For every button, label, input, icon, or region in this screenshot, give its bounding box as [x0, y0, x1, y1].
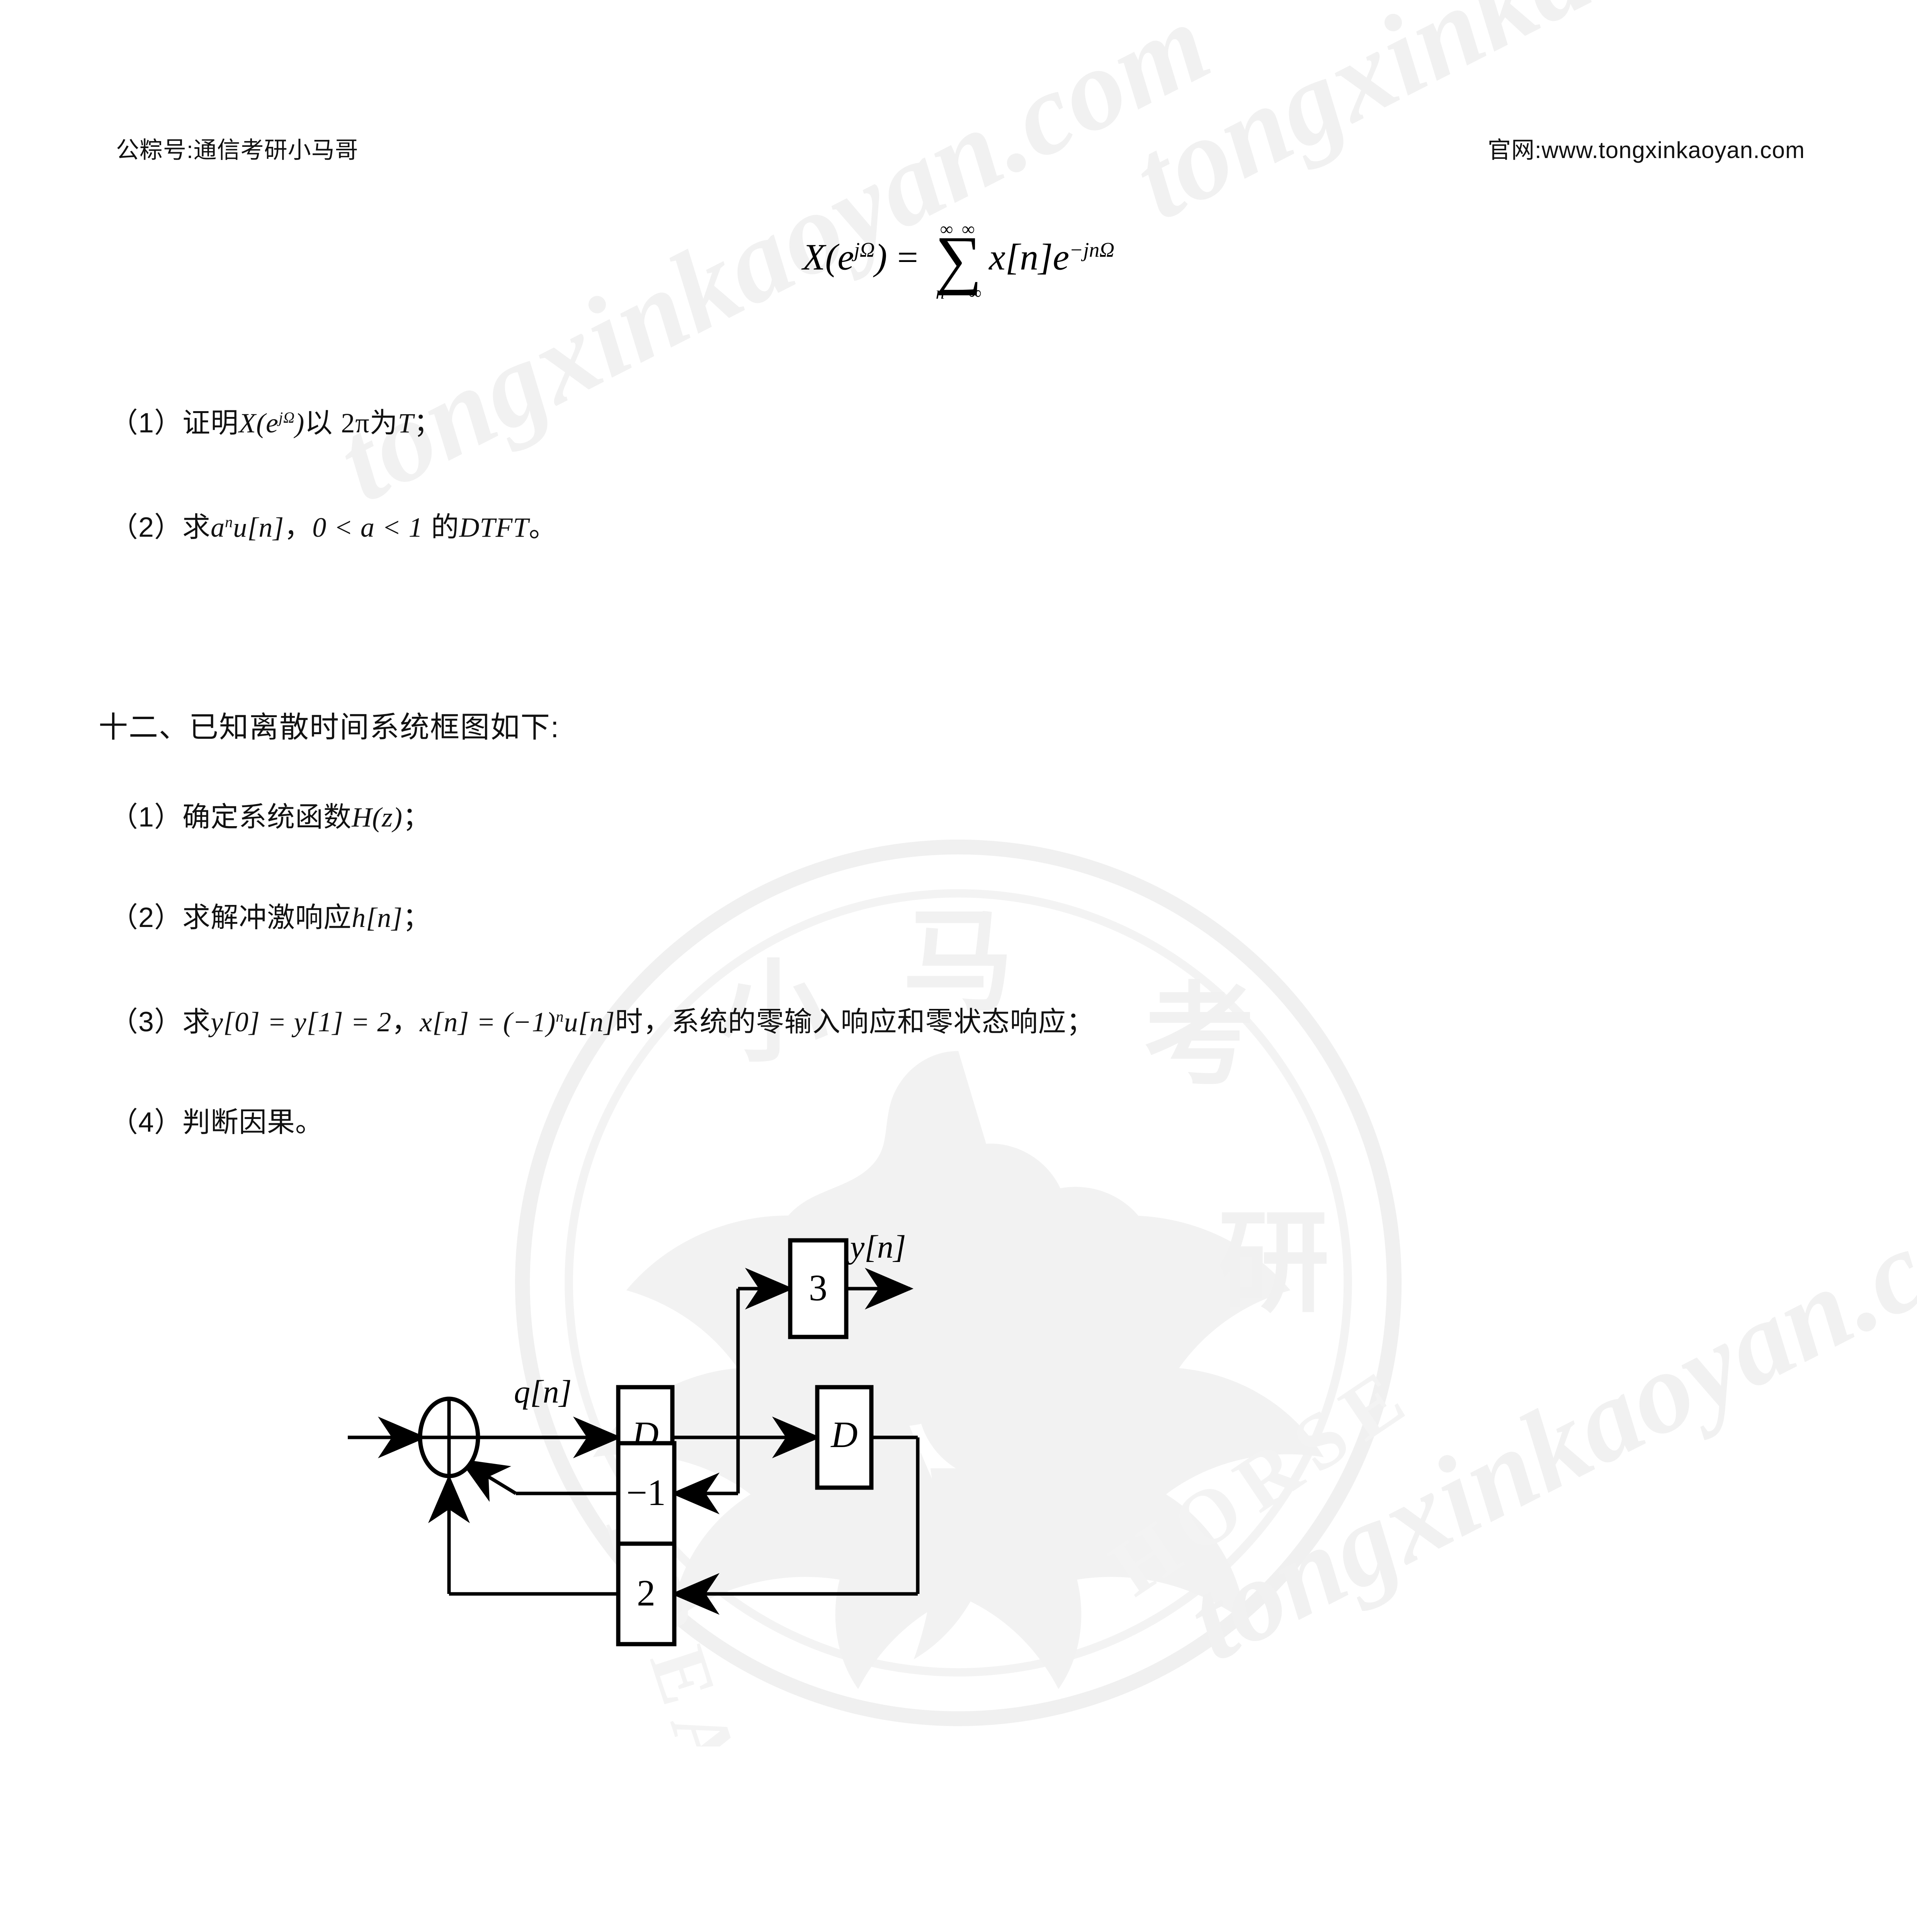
signal-label-y: y[n]	[847, 1229, 906, 1265]
sum-lower-limit: n=−∞	[936, 283, 981, 303]
question-math: T	[398, 408, 414, 439]
question-number: （2）	[110, 902, 183, 933]
question-number: （1）	[110, 408, 183, 439]
question-end: ；	[403, 902, 431, 933]
question-math: a	[211, 512, 225, 543]
system-block-diagram: D D 3 −1 2 q[n] y[n]	[348, 1229, 920, 1646]
question-top-2: （2）求anu[n]，0 < a < 1 的DTFT。	[110, 504, 557, 545]
question-text: 求解冲激响应	[182, 902, 352, 933]
dtft-equation-block: X(ejΩ)= ∞ ∞ ∑ n=−∞ x[n]e−jnΩ	[0, 220, 1917, 302]
block-delay-2-label: D	[830, 1414, 857, 1455]
equation-lhs-close: )	[874, 236, 887, 278]
summing-junction	[418, 1396, 480, 1478]
section-heading: 十二、已知离散时间系统框图如下:	[99, 711, 560, 744]
question-section-2: （2）求解冲激响应h[n]；	[110, 895, 431, 935]
header-right: 官网:www.tongxinkaoyan.com	[1488, 137, 1805, 163]
question-math: x[n] = (−1)	[420, 1007, 556, 1037]
question-text: 求	[182, 512, 211, 543]
question-number: （3）	[110, 1007, 183, 1037]
question-end: ；	[413, 408, 442, 439]
block-delay-2: D	[815, 1385, 874, 1490]
question-text: 时，系统的零输入响应和零状态响应；	[615, 1007, 1095, 1037]
question-math: 0 < a < 1	[312, 512, 423, 543]
header-left: 公粽号:通信考研小马哥	[116, 137, 359, 163]
seal-char-kao: 考	[1144, 975, 1255, 1099]
block-gain-3: 3	[788, 1238, 849, 1339]
question-math: h[n]	[352, 902, 403, 933]
equation-lhs-exponent: jΩ	[854, 238, 875, 262]
question-text: 判断因果。	[182, 1107, 324, 1138]
question-math-exp: n	[556, 1008, 564, 1025]
question-text: 以	[304, 408, 341, 439]
diagonal-watermark-text: tongxinkaoyan.com	[1113, 0, 1917, 246]
signal-label-q: q[n]	[514, 1374, 572, 1410]
equation-rhs-exponent: −jnΩ	[1069, 238, 1115, 262]
question-text: 的	[423, 512, 459, 543]
question-math: y[0] = y[1] = 2	[211, 1007, 392, 1037]
question-math: u[n]	[564, 1007, 615, 1037]
question-number: （1）	[110, 802, 183, 833]
question-math: u[n]	[233, 512, 284, 543]
question-math-exp: jΩ	[278, 409, 295, 426]
block-gain-neg1: −1	[616, 1441, 677, 1546]
question-section-4: （4）判断因果。	[110, 1099, 323, 1140]
question-number: （4）	[110, 1107, 183, 1138]
question-math: X(e	[239, 408, 279, 439]
block-gain-3-label: 3	[809, 1267, 827, 1308]
question-math-close: )	[295, 408, 305, 439]
question-comma: ，	[391, 1007, 420, 1037]
question-text: 为	[369, 408, 398, 439]
block-gain-2: 2	[616, 1541, 677, 1646]
question-end: 。	[529, 512, 557, 543]
block-gain-neg1-label: −1	[626, 1472, 666, 1513]
question-math: DTFT	[459, 512, 529, 543]
question-number: （2）	[110, 512, 183, 543]
question-math-exp: n	[225, 513, 233, 531]
equation-equals: =	[897, 236, 919, 278]
equation-lhs: X(e	[802, 236, 854, 278]
question-section-1: （1）确定系统函数H(z)；	[110, 794, 431, 835]
sigma-icon: ∑	[935, 223, 982, 296]
summation-operator: ∞ ∞ ∑ n=−∞	[935, 220, 982, 302]
question-text: 确定系统函数	[182, 802, 352, 833]
sum-upper-limit: ∞ ∞	[940, 219, 977, 239]
dtft-equation: X(ejΩ)= ∞ ∞ ∑ n=−∞ x[n]e−jnΩ	[803, 220, 1114, 302]
question-text: ，	[284, 512, 313, 543]
block-gain-2-label: 2	[637, 1572, 655, 1614]
question-end: ；	[403, 802, 431, 833]
question-text: 求	[182, 1007, 211, 1037]
question-math: 2π	[341, 408, 370, 439]
question-top-1: （1）证明X(ejΩ)以 2π为T；	[110, 400, 442, 440]
equation-rhs: x[n]e	[989, 236, 1070, 278]
question-text: 证明	[182, 408, 239, 439]
question-math: H(z)	[352, 802, 403, 833]
question-section-3: （3）求y[0] = y[1] = 2，x[n] = (−1)nu[n]时，系统…	[110, 999, 1095, 1039]
